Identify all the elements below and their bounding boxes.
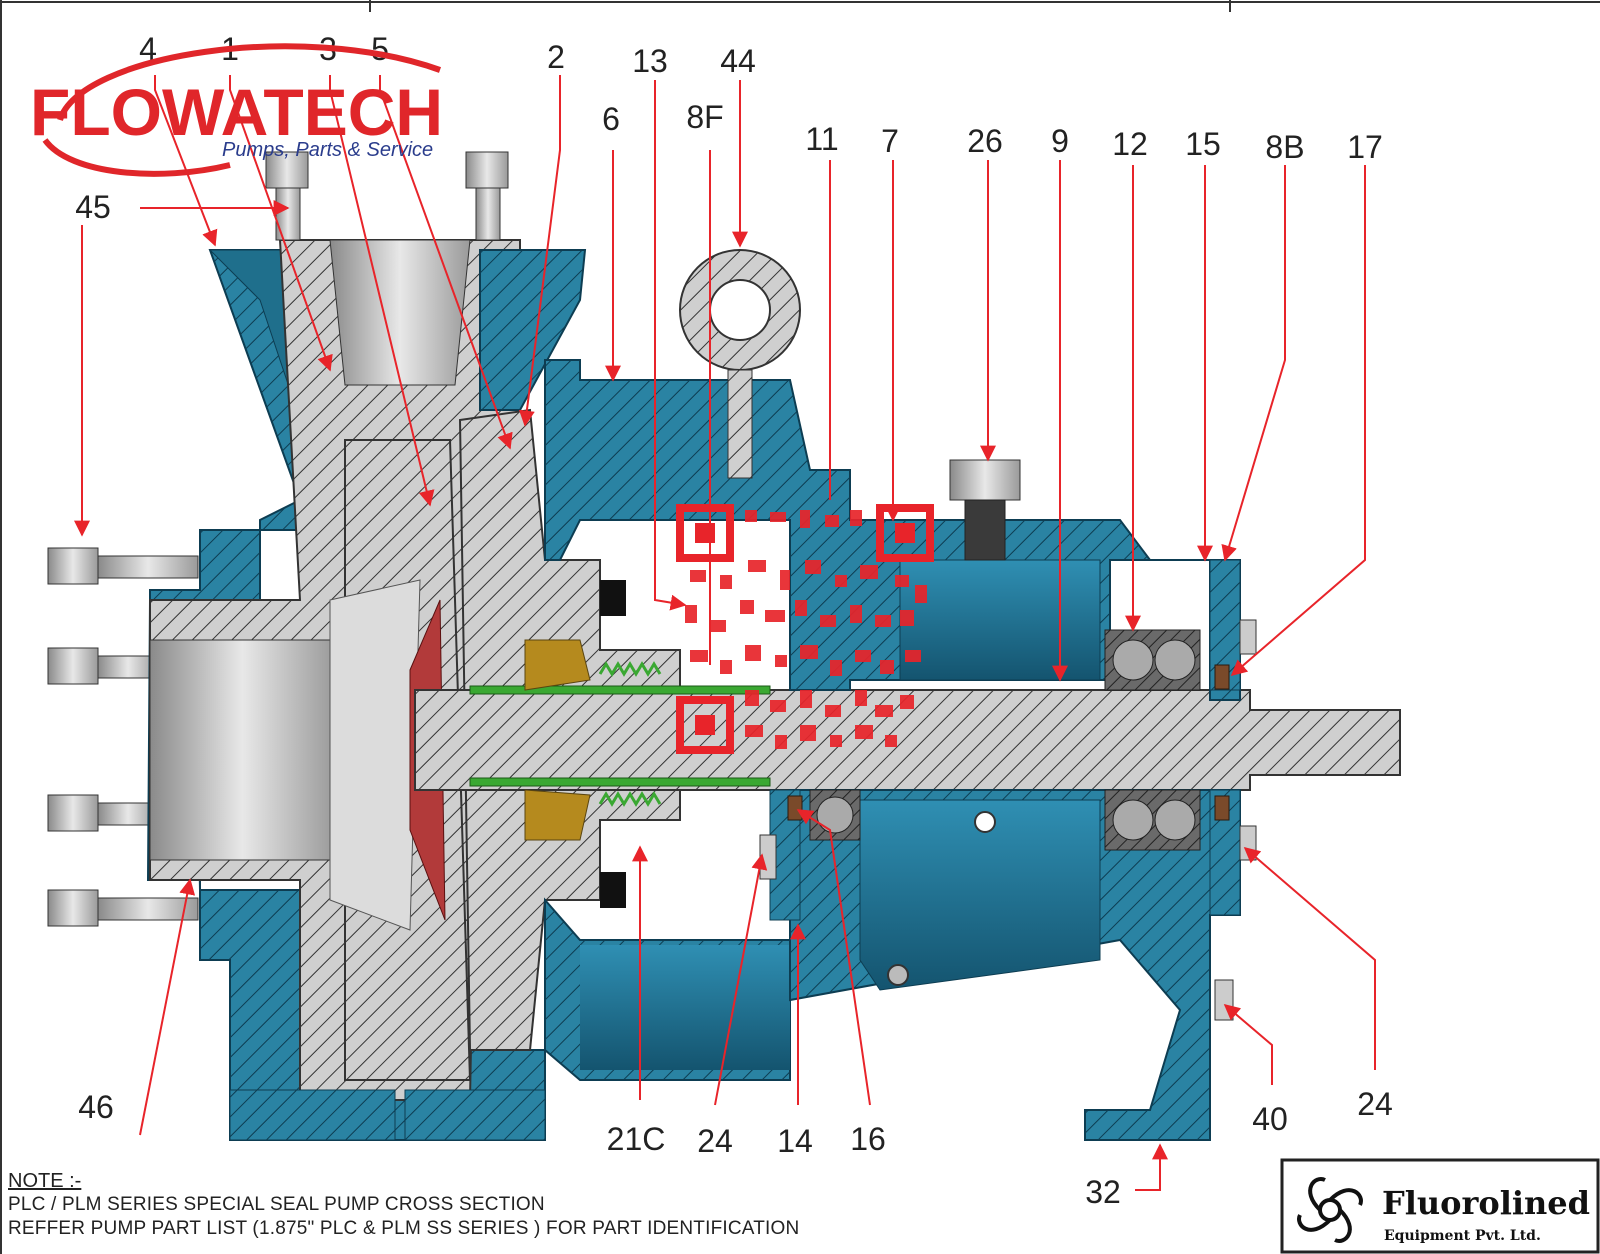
shaft [414, 689, 1401, 791]
fluorolined-logo: Fluorolined Equipment Pvt. Ltd. [1280, 1158, 1600, 1254]
callout-label: 6 [602, 101, 620, 137]
qr-code-watermark [676, 504, 934, 754]
callout-label: 14 [777, 1123, 813, 1159]
leader-lines [74, 75, 1376, 1191]
manufacturer-subtitle: Equipment Pvt. Ltd. [1384, 1228, 1541, 1244]
callout-label: 15 [1185, 126, 1221, 162]
suction-bore [149, 639, 336, 861]
bearings [809, 629, 1201, 851]
callout-label: 8B [1265, 129, 1304, 165]
callout-label: 8F [686, 99, 723, 135]
callout-label: 17 [1347, 129, 1383, 165]
callout-label: 2 [547, 39, 565, 75]
seal-spring [598, 661, 662, 807]
brand-tagline: Pumps, Parts & Service [222, 139, 433, 161]
callout-label: 11 [805, 121, 838, 157]
flange-bolts-left [47, 547, 199, 927]
callout-label: 16 [850, 1121, 886, 1157]
callout-label: 21C [607, 1121, 666, 1157]
flowatech-logo: FLOWATECH Pumps, Parts & Service [30, 43, 443, 177]
callout-label: 46 [78, 1089, 114, 1125]
callout-label: 45 [75, 189, 111, 225]
callout-label: 44 [720, 43, 756, 79]
note-line-2: REFFER PUMP PART LIST (1.875" PLC & PLM … [8, 1218, 800, 1239]
callout-label: 7 [881, 123, 899, 159]
callout-label: 24 [1357, 1086, 1393, 1122]
callout-label: 26 [967, 123, 1003, 159]
callout-label: 24 [697, 1123, 733, 1159]
pump-assembly [47, 151, 1401, 1141]
callout-label: 9 [1051, 123, 1069, 159]
manufacturer-name: Fluorolined [1382, 1184, 1590, 1222]
swirl-icon [1297, 1177, 1363, 1243]
note-line-1: PLC / PLM SERIES SPECIAL SEAL PUMP CROSS… [8, 1194, 545, 1215]
callout-label: 32 [1085, 1174, 1121, 1210]
brand-name: FLOWATECH [30, 75, 443, 149]
callout-label: 12 [1112, 126, 1148, 162]
callout-label: 5 [371, 31, 389, 67]
note-title: NOTE :- [8, 1170, 82, 1192]
callout-label: 4 [139, 31, 157, 67]
callout-label: 40 [1252, 1101, 1288, 1137]
discharge-bore [329, 239, 471, 386]
callout-label: 13 [632, 43, 668, 79]
discharge-bolts [265, 151, 509, 241]
